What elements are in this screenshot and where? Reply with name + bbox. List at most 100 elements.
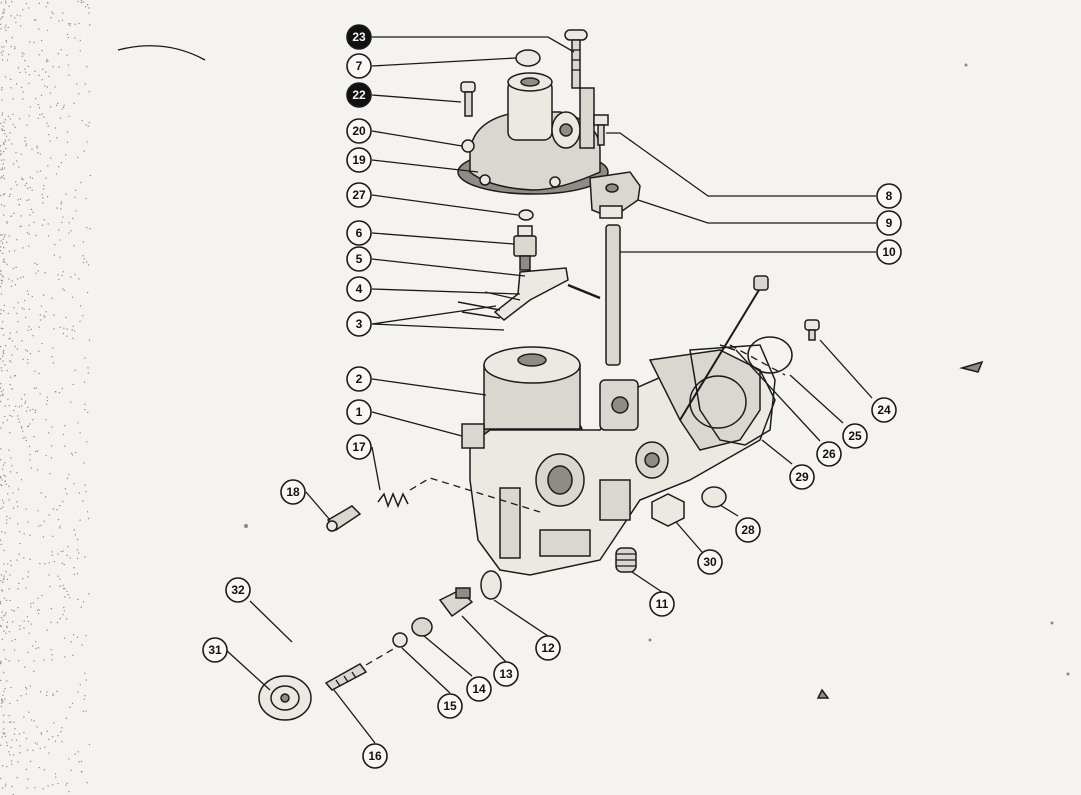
scan-speck: [7, 26, 9, 28]
scan-speck: [2, 175, 4, 177]
scan-speck: [53, 561, 55, 563]
scan-speck: [71, 329, 73, 331]
svg-text:15: 15: [443, 699, 457, 713]
scan-speck: [10, 15, 12, 17]
scan-speck: [13, 375, 15, 377]
scan-speck: [17, 506, 19, 508]
scan-speck: [40, 492, 42, 494]
scan-speck: [24, 60, 26, 62]
callout-1: 1: [346, 399, 372, 425]
assembly-axis-26: [729, 344, 786, 376]
part-25-plate: [747, 336, 793, 374]
scan-speck: [58, 279, 60, 281]
scan-speck: [2, 732, 4, 734]
scan-speck: [5, 135, 8, 137]
scan-speck: [1, 128, 3, 130]
scan-speck: [63, 106, 65, 108]
scan-speck: [70, 641, 72, 643]
scan-speck: [57, 735, 59, 737]
scan-speck: [29, 423, 31, 425]
scan-speck: [25, 768, 27, 770]
scan-speck: [3, 630, 5, 632]
scan-speck: [47, 235, 50, 237]
svg-text:5: 5: [356, 252, 363, 266]
scan-speck: [39, 562, 41, 565]
scan-speck: [2, 394, 4, 396]
scan-speck: [65, 154, 67, 156]
callout-26: 26: [816, 441, 842, 467]
scan-speck: [21, 398, 23, 400]
scan-speck: [36, 147, 38, 149]
scan-speck: [5, 658, 7, 660]
scan-speck: [62, 332, 64, 335]
scan-speck: [16, 83, 18, 85]
scan-speck: [31, 719, 33, 721]
scan-speck: [6, 221, 8, 223]
scan-speck: [26, 616, 28, 618]
scan-speck: [21, 86, 23, 88]
scan-speck: [14, 17, 16, 19]
scan-speck: [9, 702, 11, 705]
scan-speck: [54, 740, 56, 742]
scan-speck: [41, 224, 44, 226]
scan-speck: [36, 743, 38, 745]
svg-text:27: 27: [352, 188, 366, 202]
scan-speck: [21, 52, 23, 54]
scan-speck: [22, 178, 24, 180]
part-27-ring: [518, 209, 534, 221]
scan-speck: [6, 578, 9, 580]
scan-speck: [3, 121, 5, 123]
scan-speck: [4, 26, 6, 28]
scan-speck: [4, 462, 6, 464]
scan-speck: [3, 353, 5, 355]
scan-speck: [67, 546, 69, 548]
scan-speck: [87, 264, 90, 266]
scan-speck: [9, 471, 12, 473]
scan-speck: [88, 339, 90, 341]
scan-speck: [86, 782, 88, 784]
scan-speck: [38, 54, 40, 56]
scan-speck: [46, 59, 48, 61]
scan-speck: [24, 299, 26, 302]
scan-speck: [28, 7, 30, 9]
scan-speck: [40, 94, 43, 96]
scan-speck: [14, 126, 16, 128]
scan-speck: [1, 16, 4, 18]
scan-speck: [5, 39, 7, 41]
scan-speck: [85, 491, 87, 493]
scan-speck: [77, 0, 79, 3]
assembly-axis-17: [409, 477, 541, 513]
scan-speck: [23, 716, 25, 718]
scan-speck: [84, 556, 86, 558]
scan-speck: [15, 739, 18, 741]
scan-speck: [3, 46, 5, 48]
callout-31: 31: [202, 637, 228, 663]
scan-speck: [26, 199, 28, 201]
scan-speck: [87, 367, 89, 369]
scan-speck: [31, 177, 33, 179]
scan-speck: [56, 622, 59, 624]
scan-speck: [10, 285, 13, 287]
scan-speck: [16, 559, 18, 561]
scan-speck: [8, 499, 10, 501]
scan-speck: [19, 531, 21, 533]
scan-speck: [32, 749, 34, 751]
scan-speck: [3, 178, 5, 180]
part-26-gasket: [719, 344, 736, 351]
scan-speck: [11, 354, 13, 356]
scan-speck: [86, 261, 88, 263]
scan-speck: [8, 5, 10, 7]
scan-speck: [2, 142, 5, 144]
scan-speck: [46, 122, 48, 124]
scan-speck: [0, 367, 2, 369]
scan-speck: [31, 148, 33, 150]
scan-speck: [2, 422, 4, 424]
scan-speck: [79, 519, 81, 521]
scan-speck: [10, 565, 12, 567]
scan-speck: [8, 715, 10, 717]
scan-speck: [1, 479, 3, 481]
scan-speck: [27, 187, 29, 189]
scan-speck: [15, 21, 17, 24]
scan-speck: [47, 223, 49, 225]
scan-speck: [26, 688, 28, 690]
